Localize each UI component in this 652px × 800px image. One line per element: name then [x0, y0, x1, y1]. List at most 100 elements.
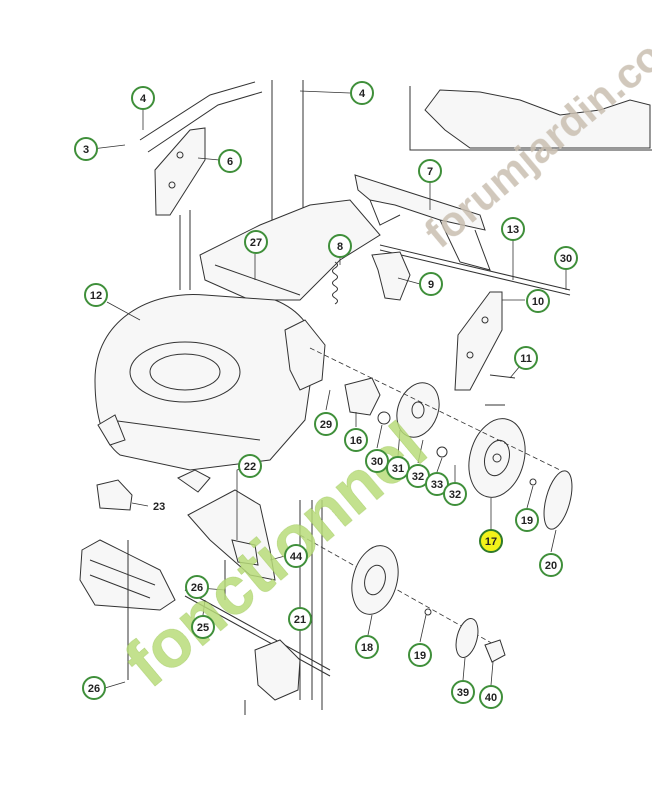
svg-text:33: 33: [431, 479, 443, 491]
bracket-hole: [176, 151, 184, 159]
right-bracket: [454, 291, 503, 391]
svg-text:26: 26: [88, 683, 100, 695]
callout-7: 7: [418, 159, 442, 183]
callout-8: 8: [328, 234, 352, 258]
svg-text:40: 40: [485, 692, 497, 704]
hubcap-39: [455, 618, 479, 658]
upper-handle: [139, 81, 256, 141]
svg-text:19: 19: [414, 650, 426, 662]
callout-30: 30: [365, 449, 389, 473]
callout-19: 19: [408, 643, 432, 667]
leader: [419, 614, 427, 643]
leader: [526, 485, 534, 509]
left-bracket: [154, 127, 206, 216]
blade-housing-inner: [149, 353, 221, 391]
leader: [269, 555, 286, 561]
svg-text:3: 3: [83, 144, 89, 156]
blade-housing: [129, 341, 241, 403]
callout-32: 32: [443, 482, 467, 506]
rear-wheel-axle: [492, 453, 502, 463]
washer: [529, 478, 537, 486]
gearbox: [254, 639, 301, 701]
rear-rod: [379, 244, 571, 291]
rear-wheel-hub: [484, 439, 510, 477]
svg-text:7: 7: [427, 166, 433, 178]
washer: [424, 608, 432, 616]
gear-housing: [344, 377, 381, 416]
leader: [299, 90, 351, 94]
callout-26: 26: [82, 676, 106, 700]
svg-text:44: 44: [290, 551, 303, 563]
svg-text:10: 10: [532, 296, 544, 308]
svg-text:30: 30: [560, 253, 572, 265]
callout-29: 29: [314, 412, 338, 436]
svg-text:13: 13: [507, 224, 519, 236]
mulching-plug-detail: [231, 539, 259, 566]
leader: [376, 424, 383, 449]
rear-rod-edge: [379, 249, 571, 296]
axle-line: [309, 347, 561, 471]
svg-text:31: 31: [392, 463, 404, 475]
svg-text:8: 8: [337, 241, 343, 253]
callout-17-highlighted: 17: [479, 529, 503, 553]
drive-gear-hub: [411, 401, 425, 419]
leader: [550, 529, 557, 553]
leader: [367, 614, 373, 636]
rear-flap: [354, 174, 486, 231]
callout-19: 19: [515, 508, 539, 532]
front-shaft: [184, 589, 331, 671]
svg-text:29: 29: [320, 419, 332, 431]
svg-text:12: 12: [90, 290, 102, 302]
front-wheel-hub: [364, 564, 386, 596]
leader: [104, 681, 126, 689]
line-art: [79, 80, 652, 715]
svg-text:32: 32: [412, 471, 424, 483]
height-lever: [371, 251, 411, 301]
front-shaft-edge: [184, 595, 331, 677]
callout-40: 40: [479, 685, 503, 709]
svg-text:4: 4: [140, 93, 147, 105]
svg-text:9: 9: [428, 279, 434, 291]
svg-text:16: 16: [350, 435, 362, 447]
svg-text:6: 6: [227, 156, 233, 168]
pad-23: [96, 479, 133, 511]
svg-text:21: 21: [294, 614, 306, 626]
callout-6: 6: [218, 149, 242, 173]
callouts: 4 4 3 6 7 13 30 27 8 9 12 10 11 29 16 30…: [74, 81, 578, 709]
bracket-hole: [168, 181, 176, 189]
callout-31: 31: [386, 456, 410, 480]
svg-text:17: 17: [485, 536, 497, 548]
upper-handle-edge: [147, 91, 263, 153]
callout-4: 4: [131, 86, 155, 110]
callout-32: 32: [406, 464, 430, 488]
skirt-ribs: [89, 559, 156, 599]
svg-text:11: 11: [520, 353, 532, 365]
svg-text:19: 19: [521, 515, 533, 527]
bracket-hole: [466, 351, 474, 359]
svg-text:22: 22: [244, 461, 256, 473]
callout-16: 16: [344, 428, 368, 452]
callout-39: 39: [451, 680, 475, 704]
svg-text:18: 18: [361, 642, 373, 654]
callout-33: 33: [425, 472, 449, 496]
inset-part: [424, 89, 651, 149]
callout-12: 12: [84, 283, 108, 307]
front-wheel: [351, 545, 399, 615]
spring: [332, 261, 338, 305]
deck-body: [94, 293, 316, 471]
svg-text:30: 30: [371, 456, 383, 468]
deck-rib: [214, 264, 301, 296]
leader: [490, 661, 494, 686]
callout-30: 30: [554, 246, 578, 270]
rear-wheel: [468, 418, 526, 498]
pinion-33: [436, 446, 448, 458]
callout-22: 22: [238, 454, 262, 478]
leader: [131, 502, 149, 507]
callout-20: 20: [539, 553, 563, 577]
callout-21: 21: [288, 607, 312, 631]
bracket-hole: [481, 316, 489, 324]
cap-40: [484, 639, 506, 663]
svg-text:26: 26: [191, 582, 203, 594]
deck-top: [199, 199, 381, 301]
